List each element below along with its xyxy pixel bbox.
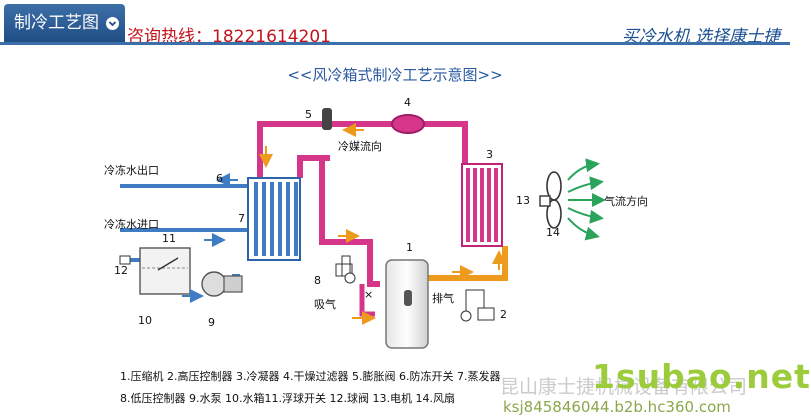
diagram-title: <<风冷箱式制冷工艺示意图>> <box>287 66 502 84</box>
num-8: 8 <box>314 274 321 287</box>
watermark-company: 昆山康士捷机械设备有限公司 <box>500 376 748 398</box>
legend-line-2: 8.低压控制器 9.水泵 10.水箱11.浮球开关 12.球阀 13.电机 14… <box>120 391 455 405</box>
num-2: 2 <box>500 308 507 321</box>
num-6: 6 <box>216 172 223 185</box>
dryer-filter <box>391 114 425 134</box>
num-9: 9 <box>208 316 215 329</box>
header: 制冷工艺图 咨询热线：18221614201 买冷水机 选择康士捷 <box>0 0 790 47</box>
num-7: 7 <box>238 212 245 225</box>
num-10: 10 <box>138 314 152 327</box>
pink-pipe-inner <box>297 155 330 178</box>
fan-icon <box>539 171 562 229</box>
orange-pipe-discharge <box>420 246 508 281</box>
label-chilled-water-in: 冷冻水进口 <box>104 217 159 231</box>
refrigeration-process-diagram: <<风冷箱式制冷工艺示意图>> <box>104 66 648 405</box>
evaporator <box>247 177 301 261</box>
compressor <box>385 259 429 349</box>
suction-point-marker: × <box>364 288 373 301</box>
label-chilled-water-out: 冷冻水出口 <box>104 163 159 177</box>
num-14: 14 <box>546 226 560 239</box>
num-11: 11 <box>162 232 176 245</box>
num-1: 1 <box>406 241 413 254</box>
label-refrigerant-flow: 冷媒流向 <box>338 139 382 153</box>
header-tab-label: 制冷工艺图 <box>14 13 99 33</box>
expansion-valve <box>322 108 332 130</box>
ball-valve <box>119 255 131 265</box>
water-pump <box>201 271 243 297</box>
num-3: 3 <box>486 148 493 161</box>
condenser <box>461 163 503 247</box>
label-discharge: 排气 <box>432 291 454 305</box>
num-12: 12 <box>114 264 128 277</box>
label-airflow: 气流方向 <box>604 194 648 208</box>
legend-line-1: 1.压缩机 2.高压控制器 3.冷凝器 4.干燥过滤器 5.膨胀阀 6.防冻开关… <box>120 369 500 383</box>
low-pressure-controller <box>335 255 356 284</box>
header-divider <box>0 42 790 45</box>
header-tab[interactable]: 制冷工艺图 <box>4 4 125 42</box>
watermark-brand: 1subao.net <box>592 357 811 396</box>
label-suction: 吸气 <box>314 297 336 311</box>
chevron-down-icon[interactable] <box>106 17 119 30</box>
pink-pipe-top <box>257 121 468 178</box>
num-5: 5 <box>305 108 312 121</box>
num-4: 4 <box>404 96 411 109</box>
num-13: 13 <box>516 194 530 207</box>
high-pressure-controller <box>460 289 495 322</box>
water-tank <box>139 247 191 295</box>
watermark-url: ksj845846044.b2b.hc360.com <box>503 398 731 416</box>
pink-pipe-suction <box>319 161 380 287</box>
